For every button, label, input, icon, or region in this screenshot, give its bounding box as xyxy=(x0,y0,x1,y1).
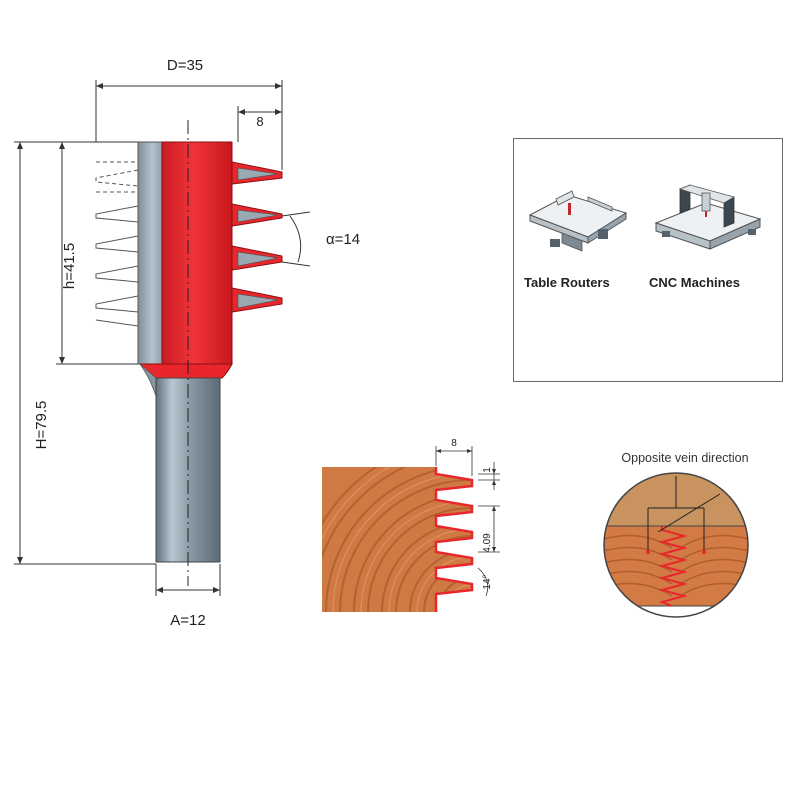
cnc-machine-icon xyxy=(654,184,762,250)
dimension-A: A=12 xyxy=(170,612,205,629)
detail-pitch: 4.09 xyxy=(482,533,493,553)
dimension-lines xyxy=(14,80,311,596)
table-routers-label: Table Routers xyxy=(524,275,610,290)
right-teeth xyxy=(231,161,283,313)
applications-panel: Table Routers CNC Machines xyxy=(513,138,783,382)
applications-icons xyxy=(528,184,762,252)
vein-finger-line xyxy=(658,526,688,607)
cnc-machines-label: CNC Machines xyxy=(649,275,741,290)
finger-joint-detail: 8 1 4.09 14° xyxy=(322,438,500,612)
dashed-profile xyxy=(96,161,138,193)
bit-body xyxy=(137,141,163,365)
tooth-faces xyxy=(237,167,279,309)
dimension-D: D=35 xyxy=(167,57,203,74)
dimension-h: h=41.5 xyxy=(61,243,78,289)
detail-angle: 14° xyxy=(482,574,493,589)
cutter-head xyxy=(161,141,233,365)
detail-gap: 1 xyxy=(482,467,493,473)
table-router-icon xyxy=(528,190,628,252)
vein-direction-detail xyxy=(603,472,749,618)
detail-width: 8 xyxy=(451,438,457,449)
dimension-alpha: α=14 xyxy=(326,231,360,248)
dimension-arrows xyxy=(17,83,282,593)
dimension-H: H=79.5 xyxy=(33,401,50,450)
dimension-tooth-width: 8 xyxy=(256,114,263,129)
vein-direction-title: Opposite vein direction xyxy=(621,451,749,465)
finger-profile xyxy=(434,467,474,612)
router-bit xyxy=(95,120,283,586)
left-teeth-outline xyxy=(95,169,139,327)
